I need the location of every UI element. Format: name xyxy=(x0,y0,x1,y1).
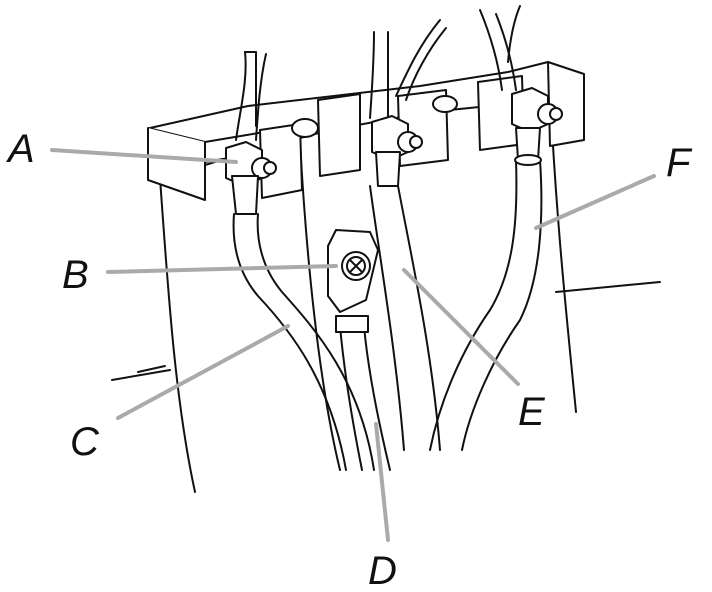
label-a: A xyxy=(6,127,35,171)
leader-f xyxy=(534,174,656,230)
leader-lines xyxy=(50,148,656,542)
top-wires xyxy=(235,5,521,141)
leader-e xyxy=(402,268,520,386)
label-f: F xyxy=(666,141,693,185)
label-c: C xyxy=(70,420,100,464)
label-e: E xyxy=(518,390,546,434)
label-b: B xyxy=(62,253,89,297)
cables xyxy=(232,154,543,471)
leader-c xyxy=(116,324,290,420)
ground-lug xyxy=(327,229,379,313)
leader-b xyxy=(106,264,338,274)
leader-a xyxy=(50,148,238,164)
leader-d xyxy=(374,422,390,542)
label-d: D xyxy=(368,549,397,592)
callout-labels: A B C D E F xyxy=(6,127,693,592)
terminal-nuts xyxy=(225,87,563,215)
